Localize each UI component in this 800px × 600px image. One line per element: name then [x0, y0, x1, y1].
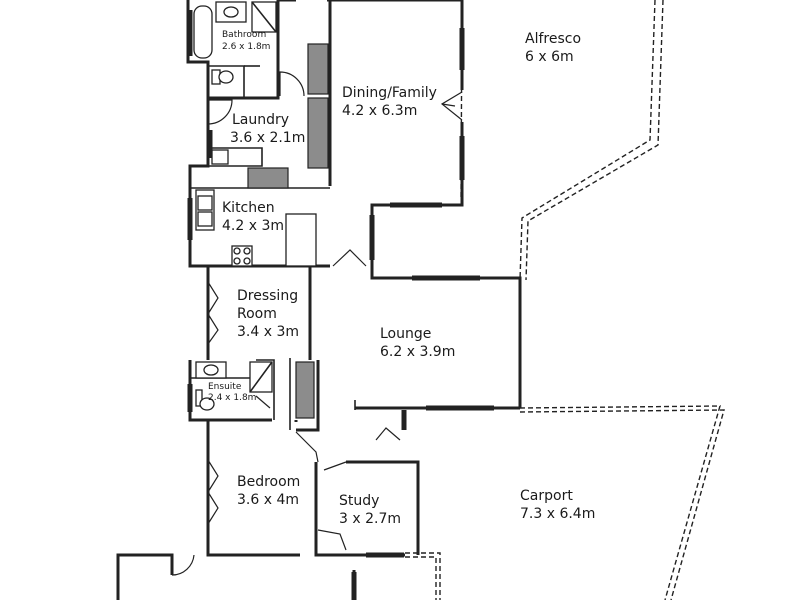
- ensuite-fixtures: [195, 361, 273, 393]
- robes: [295, 43, 329, 419]
- ensuite-name: Ensuite: [208, 382, 242, 392]
- dining-robe-upper: [307, 43, 329, 95]
- carport-name: Carport: [520, 488, 573, 504]
- dining-robe-lower: [307, 97, 329, 169]
- alfresco-dims: 6 x 6m: [525, 49, 574, 65]
- bedroom-dims: 3.6 x 4m: [237, 492, 299, 508]
- ensuite-basin: [203, 364, 219, 376]
- kitchen-dims: 4.2 x 3m: [222, 218, 284, 234]
- lounge-name: Lounge: [380, 326, 431, 342]
- laundry-name: Laundry: [232, 112, 289, 128]
- fridge: [285, 213, 317, 267]
- room-labels: Alfresco 6 x 6m Bathroom 2.6 x 1.8m Dini…: [208, 30, 595, 527]
- laundry-fixtures: [211, 149, 229, 165]
- ensuite-dims: 2.4 x 1.8m: [208, 393, 256, 403]
- bathtub: [193, 5, 213, 59]
- lounge-dims: 6.2 x 3.9m: [380, 344, 455, 360]
- basin: [223, 6, 239, 18]
- bathroom-dims: 2.6 x 1.8m: [222, 42, 270, 52]
- dressing-name-line2: Room: [237, 306, 277, 322]
- kitchen-name: Kitchen: [222, 200, 275, 216]
- pantry: [247, 167, 289, 189]
- toilet-bowl: [218, 70, 234, 84]
- dining-name: Dining/Family: [342, 85, 437, 101]
- alfresco-name: Alfresco: [525, 31, 581, 47]
- study-name: Study: [339, 493, 379, 509]
- dressing-dims: 3.4 x 3m: [237, 324, 299, 340]
- toilet-fixtures: [195, 69, 234, 411]
- ensuite-toilet-cistern: [195, 389, 203, 407]
- bathroom-name: Bathroom: [222, 30, 266, 40]
- bedroom-name: Bedroom: [237, 474, 300, 490]
- bathroom-fixtures: [193, 1, 277, 59]
- hall-robe: [295, 361, 315, 419]
- laundry-dims: 3.6 x 2.1m: [230, 130, 305, 146]
- dining-dims: 4.2 x 6.3m: [342, 103, 417, 119]
- doors: [171, 71, 463, 576]
- study-dims: 3 x 2.7m: [339, 511, 401, 527]
- laundry-tub: [211, 149, 229, 165]
- ensuite-toilet-bowl: [199, 397, 215, 411]
- kitchen-fixtures: [195, 167, 317, 267]
- windows: [187, 10, 494, 600]
- carport-dims: 7.3 x 6.4m: [520, 506, 595, 522]
- dressing-name-line1: Dressing: [237, 288, 298, 304]
